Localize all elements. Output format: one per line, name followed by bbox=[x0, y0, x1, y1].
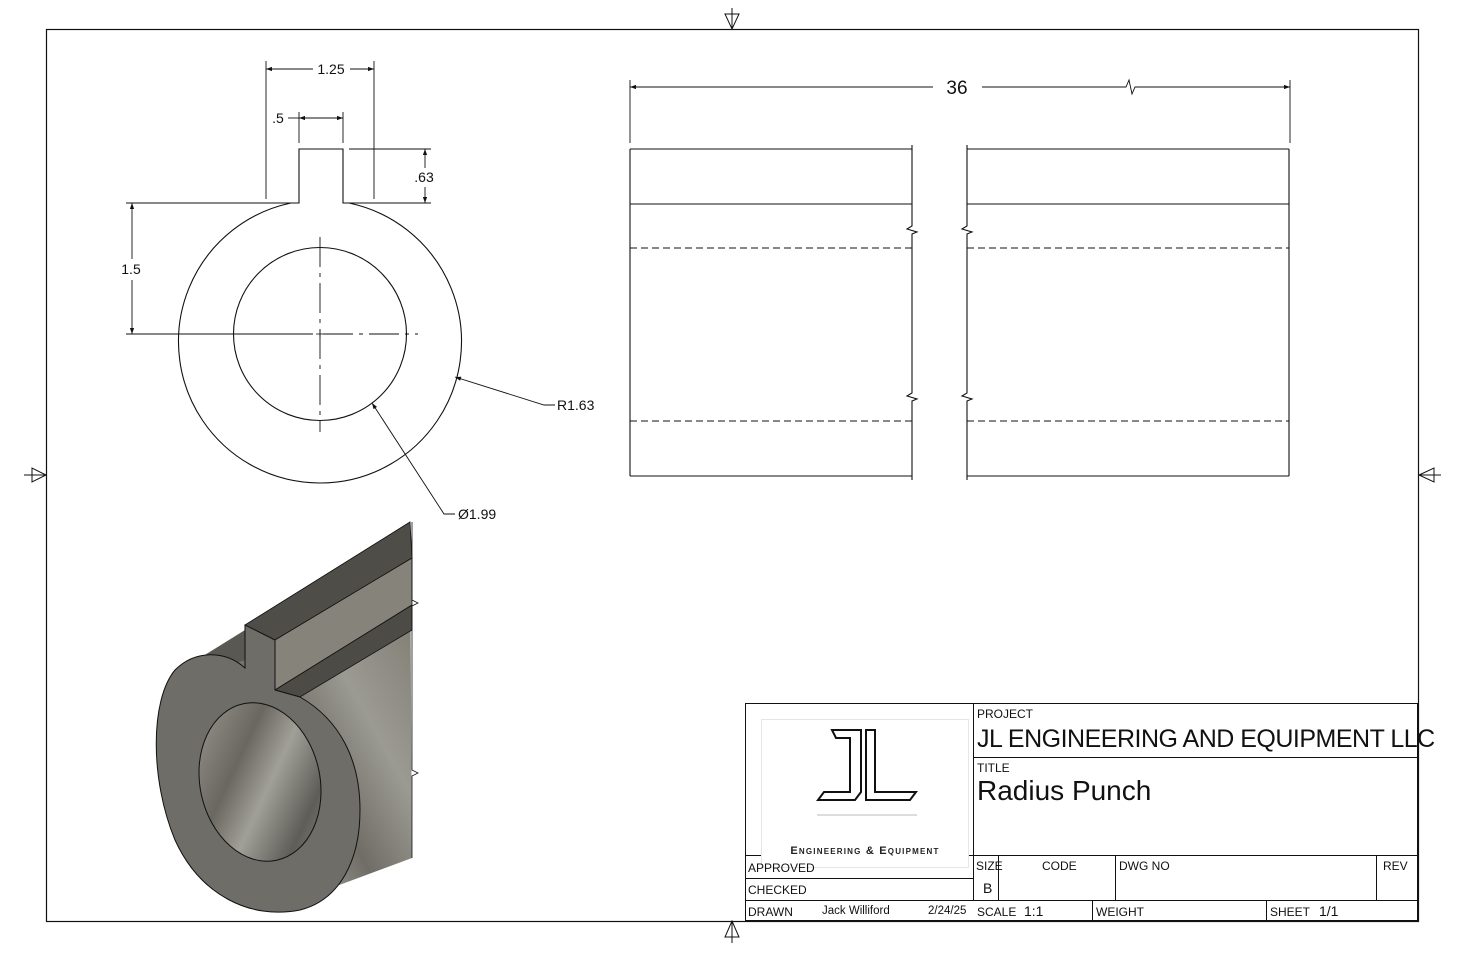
sheet-value: 1/1 bbox=[1319, 903, 1339, 919]
title-label: TITLE bbox=[977, 761, 1010, 775]
title-block: Engineering & Equipment PROJECT JL ENGIN… bbox=[745, 703, 1435, 922]
checked-label: CHECKED bbox=[748, 883, 807, 897]
logo-tagline: Engineering & Equipment bbox=[790, 845, 940, 857]
project-label: PROJECT bbox=[977, 707, 1034, 721]
company-logo: Engineering & Equipment bbox=[761, 719, 969, 868]
isometric-view bbox=[155, 521, 419, 913]
dim-key-outer-width: 1.25 bbox=[317, 61, 344, 77]
sheet-label: SHEET bbox=[1270, 905, 1311, 919]
drawn-by: Jack Williford bbox=[822, 905, 890, 917]
jl-monogram-icon bbox=[816, 729, 918, 816]
dim-center-to-flat: 1.5 bbox=[121, 261, 141, 277]
size-value: B bbox=[983, 880, 993, 896]
size-label: SIZE bbox=[976, 859, 1003, 873]
dim-length: 36 bbox=[946, 78, 967, 99]
side-view bbox=[629, 78, 1291, 480]
centering-mark-bottom-icon bbox=[724, 919, 740, 943]
scale-value: 1:1 bbox=[1024, 903, 1044, 919]
dim-key-height: .63 bbox=[414, 169, 434, 185]
centering-mark-top-icon bbox=[724, 8, 740, 31]
front-view bbox=[126, 61, 555, 515]
project-value: JL ENGINEERING AND EQUIPMENT LLC bbox=[977, 725, 1435, 753]
drawn-label: DRAWN bbox=[748, 905, 793, 919]
title-value: Radius Punch bbox=[977, 775, 1152, 806]
centering-mark-right-icon bbox=[1417, 467, 1441, 483]
dim-key-width: .5 bbox=[272, 110, 284, 126]
weight-label: WEIGHT bbox=[1096, 905, 1144, 919]
dim-outer-radius: R1.63 bbox=[557, 397, 595, 413]
drawn-date: 2/24/25 bbox=[928, 905, 967, 917]
centering-mark-left-icon bbox=[24, 467, 48, 483]
dim-bore-diameter: Ø1.99 bbox=[458, 506, 496, 522]
rev-label: REV bbox=[1383, 859, 1408, 873]
dwg-no-label: DWG NO bbox=[1119, 859, 1170, 873]
scale-label: SCALE bbox=[977, 905, 1017, 919]
code-label: CODE bbox=[1042, 859, 1077, 873]
approved-label: APPROVED bbox=[748, 861, 815, 875]
